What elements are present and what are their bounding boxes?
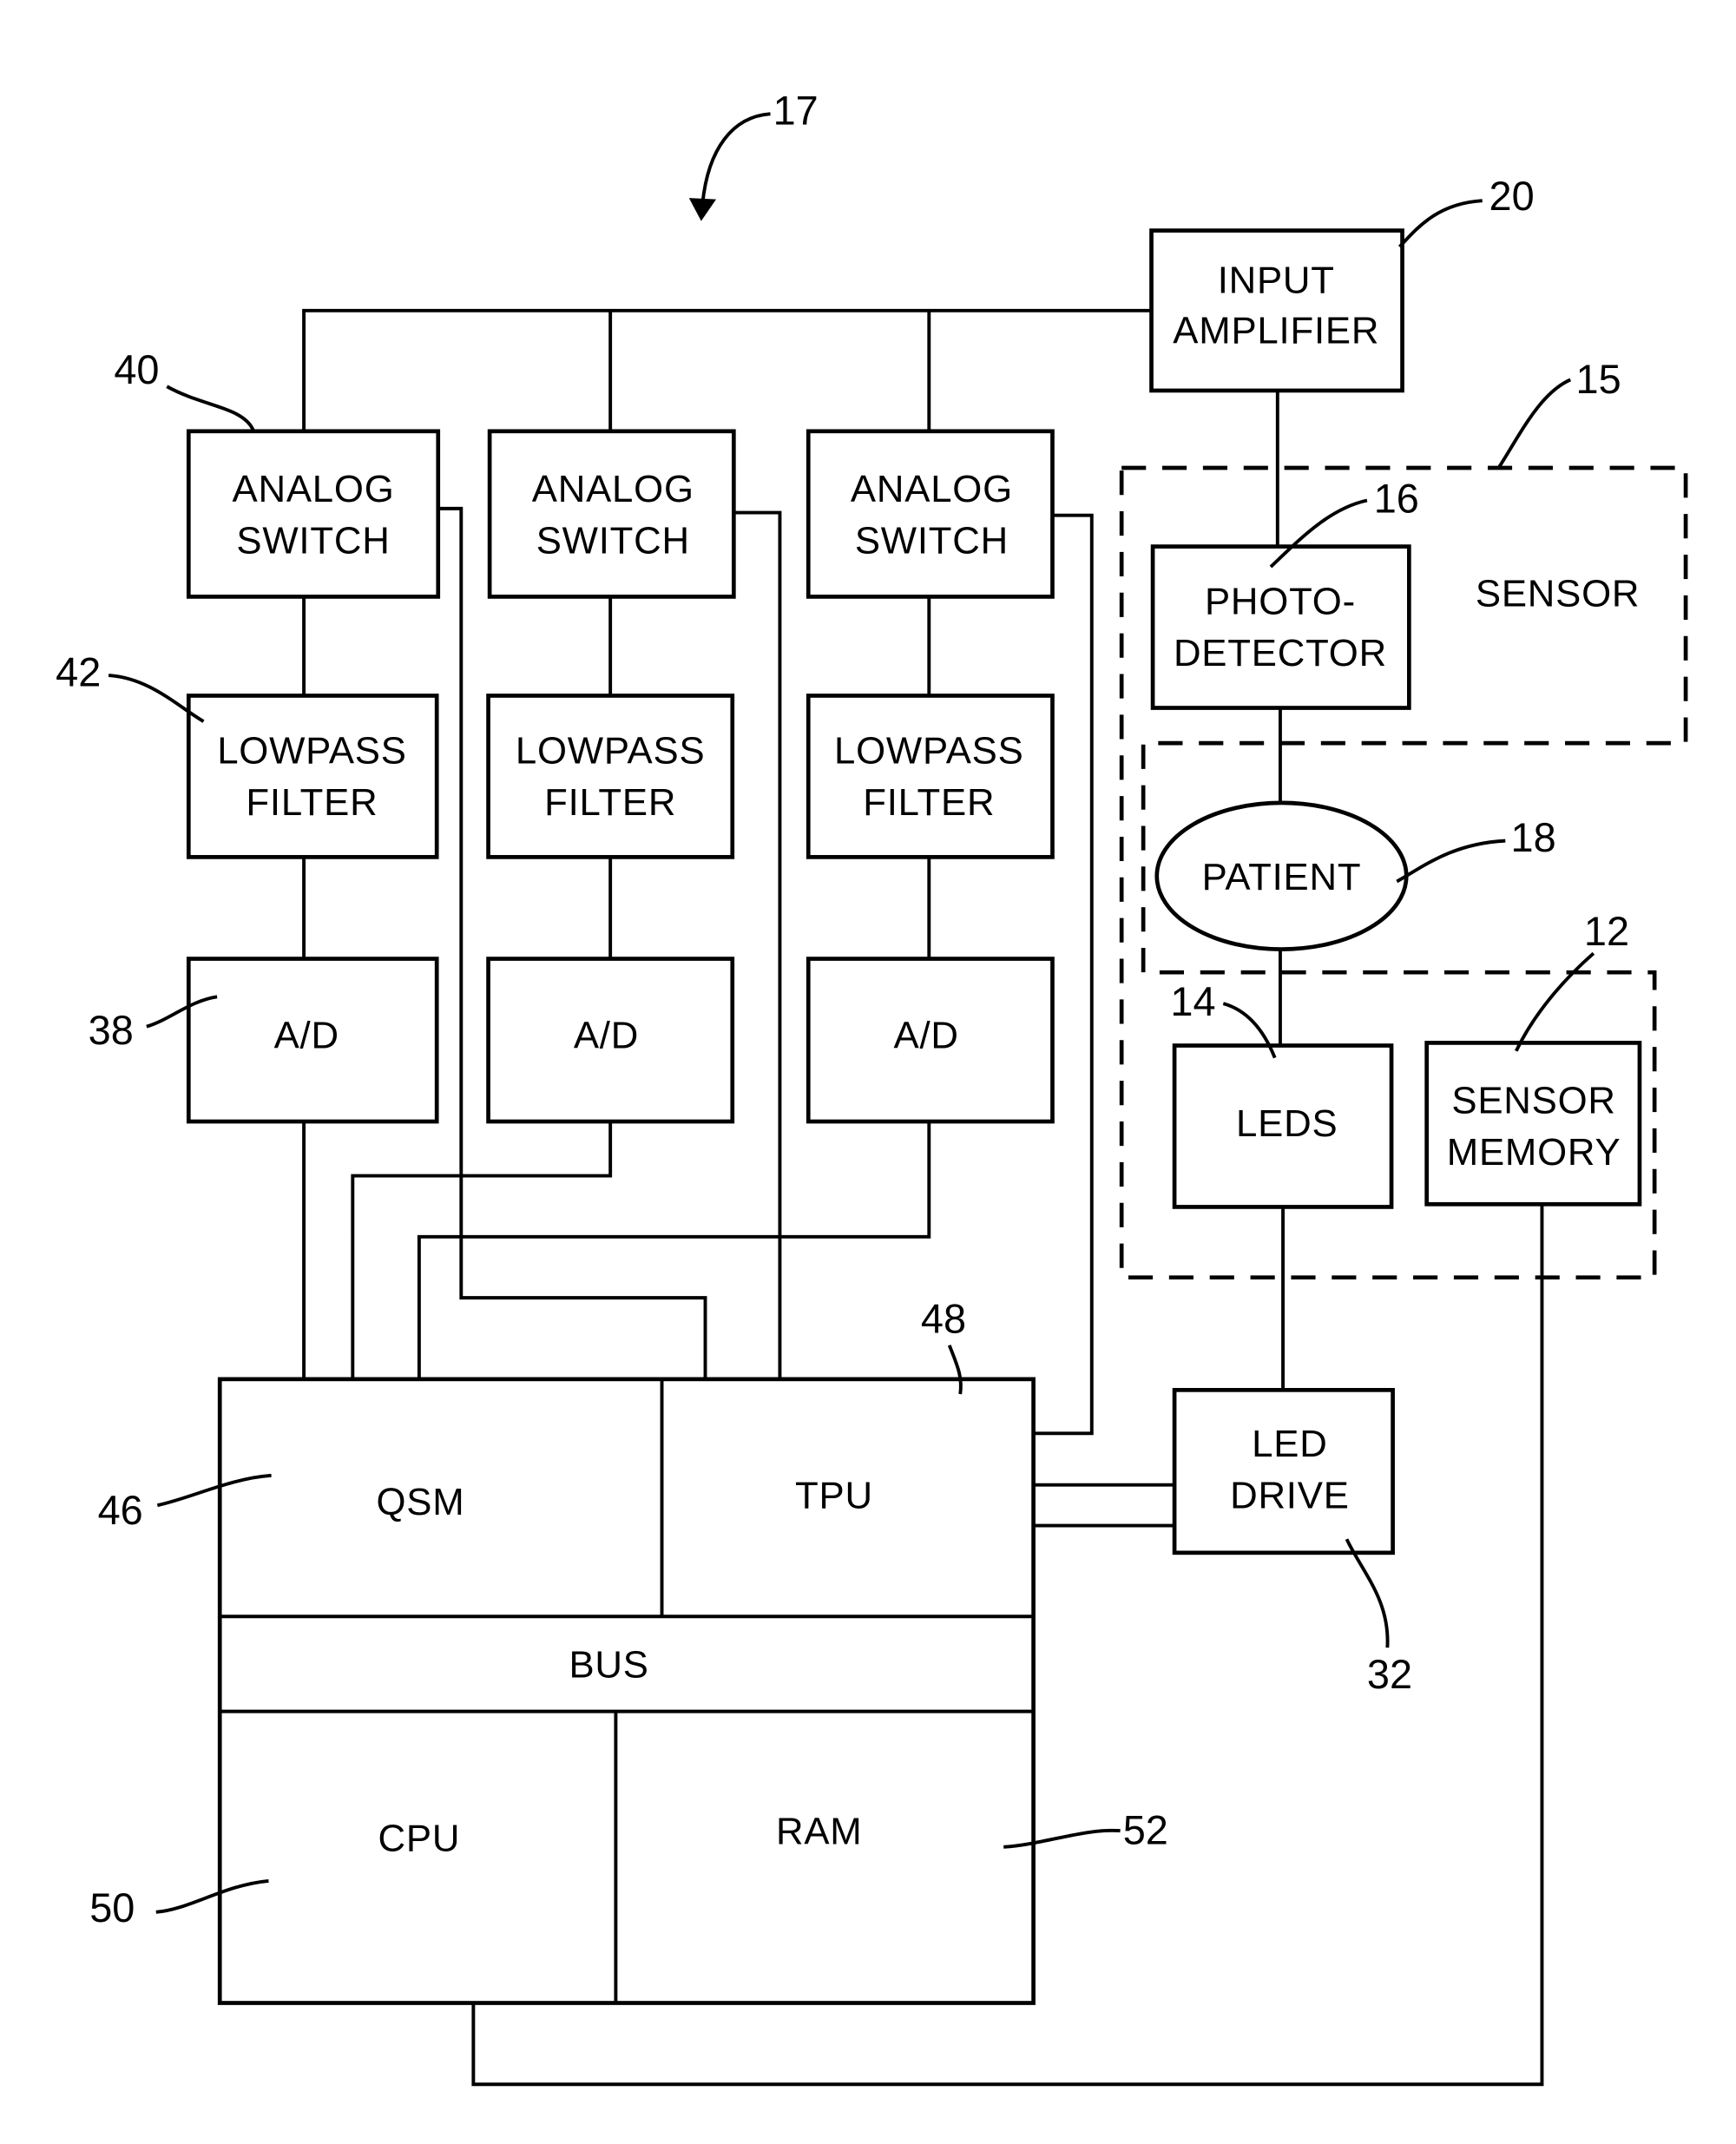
input-bus [304,311,1151,431]
tpu-label: TPU [795,1474,873,1516]
svg-text:FILTER: FILTER [544,781,676,824]
svg-text:LED: LED [1252,1423,1327,1465]
sensor-label: SENSOR [1476,572,1640,615]
svg-text:SWITCH: SWITCH [536,519,690,562]
svg-text:MEMORY: MEMORY [1447,1131,1621,1174]
svg-text:LEDS: LEDS [1236,1102,1338,1145]
svg-text:PATIENT: PATIENT [1202,856,1362,898]
ref-46: 46 [98,1488,143,1533]
leds: LEDS [1174,1046,1391,1207]
photodetector: PHOTO- DETECTOR [1153,547,1409,708]
analog-switch-2: ANALOG SWITCH [490,431,733,597]
bus-label: BUS [569,1644,648,1687]
svg-text:FILTER: FILTER [863,781,995,824]
svg-text:A/D: A/D [574,1015,639,1057]
ref-32: 32 [1367,1652,1412,1697]
svg-text:LOWPASS: LOWPASS [516,730,706,773]
cpu-label: CPU [378,1818,461,1860]
ref-42: 42 [56,650,101,695]
lowpass-filter-2: LOWPASS FILTER [489,695,733,857]
svg-text:A/D: A/D [274,1015,339,1057]
ref-16: 16 [1374,477,1419,522]
ad-converter-1: A/D [188,959,437,1121]
ref-17-arrowhead [689,198,716,221]
ref-50: 50 [89,1885,135,1930]
analog-switch-1: ANALOG SWITCH [188,431,437,597]
svg-text:LOWPASS: LOWPASS [834,730,1024,773]
qsm-label: QSM [376,1481,464,1523]
svg-text:SWITCH: SWITCH [236,519,390,562]
patient: PATIENT [1157,803,1406,950]
ref-14: 14 [1170,979,1215,1024]
svg-text:A/D: A/D [894,1015,959,1057]
ref-48: 48 [921,1297,966,1342]
ref-17: 17 [773,89,819,134]
ref-17-arrow [702,114,770,203]
svg-text:LOWPASS: LOWPASS [217,730,407,773]
svg-text:ANALOG: ANALOG [851,468,1013,510]
ad-converter-2: A/D [489,959,733,1121]
lowpass-filter-1: LOWPASS FILTER [188,695,437,857]
svg-text:DRIVE: DRIVE [1230,1474,1350,1516]
ref-40: 40 [114,347,159,392]
svg-text:AMPLIFIER: AMPLIFIER [1173,309,1379,352]
ref-12: 12 [1584,909,1629,954]
ref-20: 20 [1489,174,1535,219]
ref-38: 38 [89,1008,134,1053]
svg-text:SENSOR: SENSOR [1451,1080,1615,1122]
sensor-memory: SENSOR MEMORY [1427,1042,1640,1204]
svg-text:PHOTO-: PHOTO- [1205,581,1356,623]
ref-18: 18 [1511,815,1556,860]
lowpass-filter-3: LOWPASS FILTER [808,695,1052,857]
input-amplifier: INPUT AMPLIFIER [1152,231,1403,391]
svg-text:INPUT: INPUT [1218,259,1335,301]
svg-text:SWITCH: SWITCH [855,519,1009,562]
svg-text:FILTER: FILTER [246,781,378,824]
ram-label: RAM [776,1811,863,1853]
svg-text:ANALOG: ANALOG [233,468,395,510]
microcontroller: QSM TPU BUS CPU RAM [220,1379,1033,2003]
svg-text:ANALOG: ANALOG [532,468,694,510]
svg-text:DETECTOR: DETECTOR [1174,632,1387,674]
ad-converter-3: A/D [808,959,1052,1121]
analog-switch-3: ANALOG SWITCH [808,431,1052,597]
ref-52: 52 [1123,1808,1168,1853]
led-drive: LED DRIVE [1174,1390,1393,1552]
ref-15: 15 [1576,357,1621,402]
